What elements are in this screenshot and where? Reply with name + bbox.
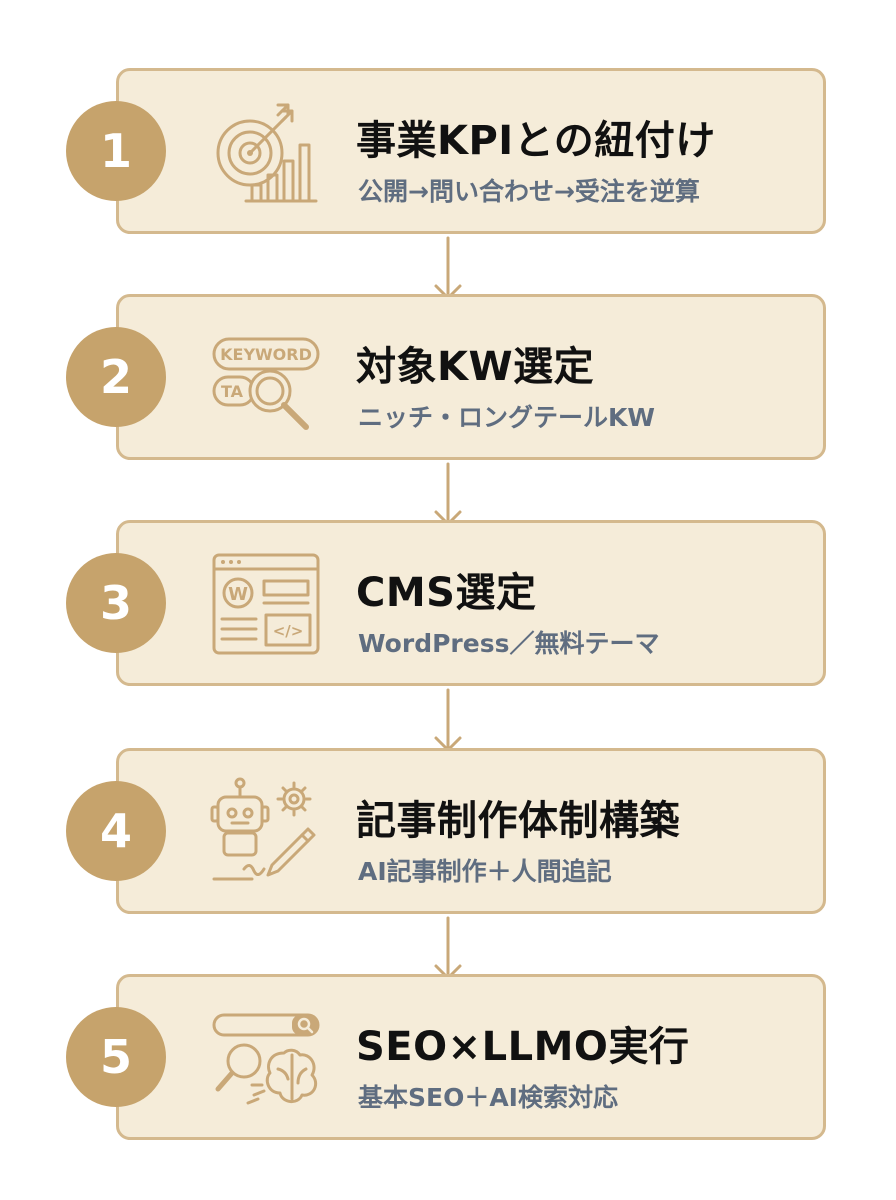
step-card <box>116 68 826 234</box>
step-title: 事業KPIとの紐付け <box>356 118 716 164</box>
step-title: SEO×LLMO実行 <box>356 1024 690 1070</box>
svg-text:</>: </> <box>273 622 304 640</box>
search-brain-icon <box>208 999 324 1115</box>
flow-arrow-down <box>430 688 466 754</box>
target-chart-icon <box>208 93 324 209</box>
step-number-circle: 2 <box>66 327 166 427</box>
tag-label: TA <box>221 382 244 401</box>
step-card <box>116 974 826 1140</box>
svg-text:W: W <box>228 584 248 605</box>
step-number-circle: 3 <box>66 553 166 653</box>
wordpress-browser-icon: W </> <box>208 545 324 661</box>
step-subtitle: ニッチ・ロングテールKW <box>358 403 655 432</box>
step-1: 1 事業KPIとの紐付け 公開→問い合わせ→受注を逆算 <box>0 68 896 238</box>
step-title: 対象KW選定 <box>356 344 595 390</box>
step-4: 4 記事制作体制構築 AI記事制作＋人間追記 <box>0 748 896 918</box>
step-2: 2 KEYWORD TA 対象KW選定 ニッチ・ロングテールKW <box>0 294 896 464</box>
step-number-circle: 5 <box>66 1007 166 1107</box>
keyword-tag: KEYWORD <box>220 345 312 364</box>
step-3: 3 W </> CMS選定 WordPress／無料テーマ <box>0 520 896 690</box>
step-card <box>116 520 826 686</box>
flow-arrow-down <box>430 236 466 302</box>
flow-arrow-down <box>430 462 466 528</box>
step-subtitle: WordPress／無料テーマ <box>358 629 660 658</box>
step-title: CMS選定 <box>356 570 537 616</box>
step-subtitle: 公開→問い合わせ→受注を逆算 <box>358 177 700 206</box>
flow-arrow-down <box>430 916 466 982</box>
keyword-search-icon: KEYWORD TA <box>208 319 324 435</box>
step-subtitle: 基本SEO＋AI検索対応 <box>358 1083 618 1112</box>
step-number-circle: 4 <box>66 781 166 881</box>
step-number-circle: 1 <box>66 101 166 201</box>
step-title: 記事制作体制構築 <box>356 798 680 844</box>
step-5: 5 SEO×LLMO実行 基本SEO＋AI検索対応 <box>0 974 896 1144</box>
step-subtitle: AI記事制作＋人間追記 <box>358 857 612 886</box>
robot-writing-icon <box>208 773 324 889</box>
